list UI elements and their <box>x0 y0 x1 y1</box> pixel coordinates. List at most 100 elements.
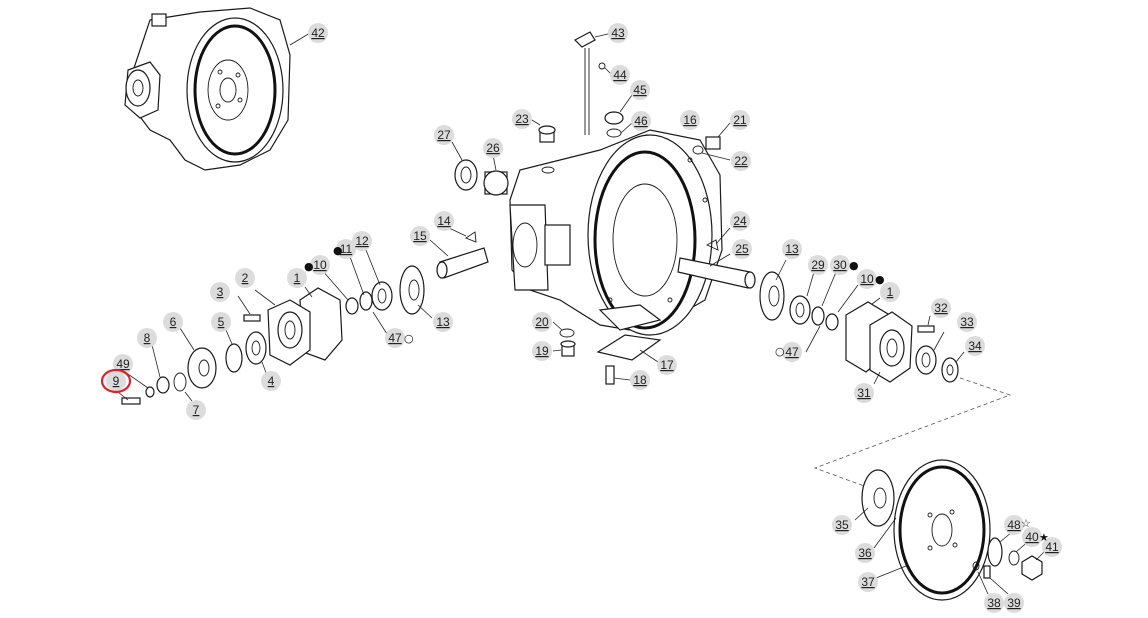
callout-33: 33 <box>957 312 977 332</box>
callout-bubble <box>310 255 330 275</box>
callout-3: 3 <box>210 282 230 302</box>
callout-5: 5 <box>211 312 231 332</box>
plug-45 <box>604 94 634 138</box>
callout-37: 37 <box>858 572 878 592</box>
callout-number: 41 <box>1045 540 1059 554</box>
callout-9: 9 <box>106 371 126 391</box>
callout-number: 14 <box>437 214 451 228</box>
callout-47a: 47 <box>385 328 405 348</box>
callout-34: 34 <box>965 336 985 356</box>
filled-dot-marker-30: ● <box>849 259 859 272</box>
callout-bubble <box>610 65 630 85</box>
roller-26 <box>483 154 509 196</box>
callout-29: 29 <box>808 255 828 275</box>
callout-8: 8 <box>137 328 157 348</box>
callout-40: 40 <box>1022 527 1042 547</box>
callout-number: 43 <box>611 26 625 40</box>
callout-25: 25 <box>732 239 752 259</box>
callout-bubble <box>931 298 951 318</box>
callout-number: 49 <box>116 357 130 371</box>
callout-45: 45 <box>630 80 650 100</box>
breather-23 <box>531 119 556 143</box>
callout-4: 4 <box>261 371 281 391</box>
callout-number: 21 <box>733 113 747 127</box>
callout-18: 18 <box>630 370 650 390</box>
flange-right <box>845 297 965 385</box>
callout-bubble <box>532 312 552 332</box>
callout-number: 20 <box>535 315 549 329</box>
open-dot-marker-47-right: ○ <box>775 345 785 358</box>
callout-10a: 10 <box>310 255 330 275</box>
callout-number: 26 <box>486 141 500 155</box>
assembled-gearbox-view <box>124 7 311 171</box>
callout-bubble <box>730 110 750 130</box>
callout-bubble <box>137 328 157 348</box>
callout-number: 16 <box>683 113 697 127</box>
callout-number: 18 <box>633 373 647 387</box>
callout-number: 17 <box>660 358 674 372</box>
callout-number: 23 <box>515 112 529 126</box>
callout-number: 7 <box>193 403 200 417</box>
callout-13a: 13 <box>433 312 453 332</box>
callout-bubble <box>163 312 183 332</box>
callout-bubble <box>730 211 750 231</box>
callout-27: 27 <box>434 125 454 145</box>
callout-bubble <box>782 342 802 362</box>
callout-number: 25 <box>735 242 749 256</box>
filled-dot-marker-11: ● <box>333 244 343 257</box>
drain-plug-19 <box>552 321 576 357</box>
central-housing <box>509 129 723 336</box>
callout-46: 46 <box>631 111 651 131</box>
callout-bubble <box>287 268 307 288</box>
callout-number: 38 <box>987 596 1001 610</box>
callout-1a: 1 <box>287 268 307 288</box>
callout-36: 36 <box>855 543 875 563</box>
callout-17: 17 <box>657 355 677 375</box>
bolt-18 <box>605 365 631 385</box>
callout-bubble <box>732 239 752 259</box>
callout-22: 22 <box>731 151 751 171</box>
bracket-plate <box>596 334 662 361</box>
callout-47b: 47 <box>782 342 802 362</box>
callout-6: 6 <box>163 312 183 332</box>
callout-number: 3 <box>217 285 224 299</box>
callout-bubble <box>608 23 628 43</box>
callout-number: 36 <box>858 546 872 560</box>
callout-number: 6 <box>170 315 177 329</box>
callout-number: 13 <box>436 315 450 329</box>
callout-49: 49 <box>113 354 133 374</box>
callout-bubble <box>832 515 852 535</box>
callout-12: 12 <box>352 231 372 251</box>
callout-42: 42 <box>308 23 328 43</box>
callout-bubble <box>410 226 430 246</box>
callout-bubble <box>483 138 503 158</box>
callout-35: 35 <box>832 515 852 535</box>
callout-26: 26 <box>483 138 503 158</box>
callout-bubble <box>630 80 650 100</box>
callout-bubble <box>858 572 878 592</box>
callout-bubble <box>186 400 206 420</box>
callout-bubble <box>957 312 977 332</box>
callout-30: 30 <box>830 255 850 275</box>
open-star-marker-48: ☆ <box>1021 517 1031 530</box>
callout-bubble <box>512 109 532 129</box>
callout-number: 1 <box>887 285 894 299</box>
callout-bubble <box>532 341 552 361</box>
callout-bubble <box>854 383 874 403</box>
callout-number: 37 <box>861 575 875 589</box>
callout-23: 23 <box>512 109 532 129</box>
callout-number: 12 <box>355 234 369 248</box>
shaft-25 <box>677 227 756 289</box>
callout-bubble <box>857 269 877 289</box>
callout-bubble <box>984 593 1004 613</box>
callout-14: 14 <box>434 211 454 231</box>
callout-number: 19 <box>535 344 549 358</box>
callout-bubble <box>631 111 651 131</box>
flange-left <box>237 286 343 366</box>
callout-number: 31 <box>857 386 871 400</box>
callout-bubble <box>211 312 231 332</box>
callout-number: 35 <box>835 518 849 532</box>
callout-number: 47 <box>388 331 402 345</box>
callout-number: 10 <box>313 258 327 272</box>
